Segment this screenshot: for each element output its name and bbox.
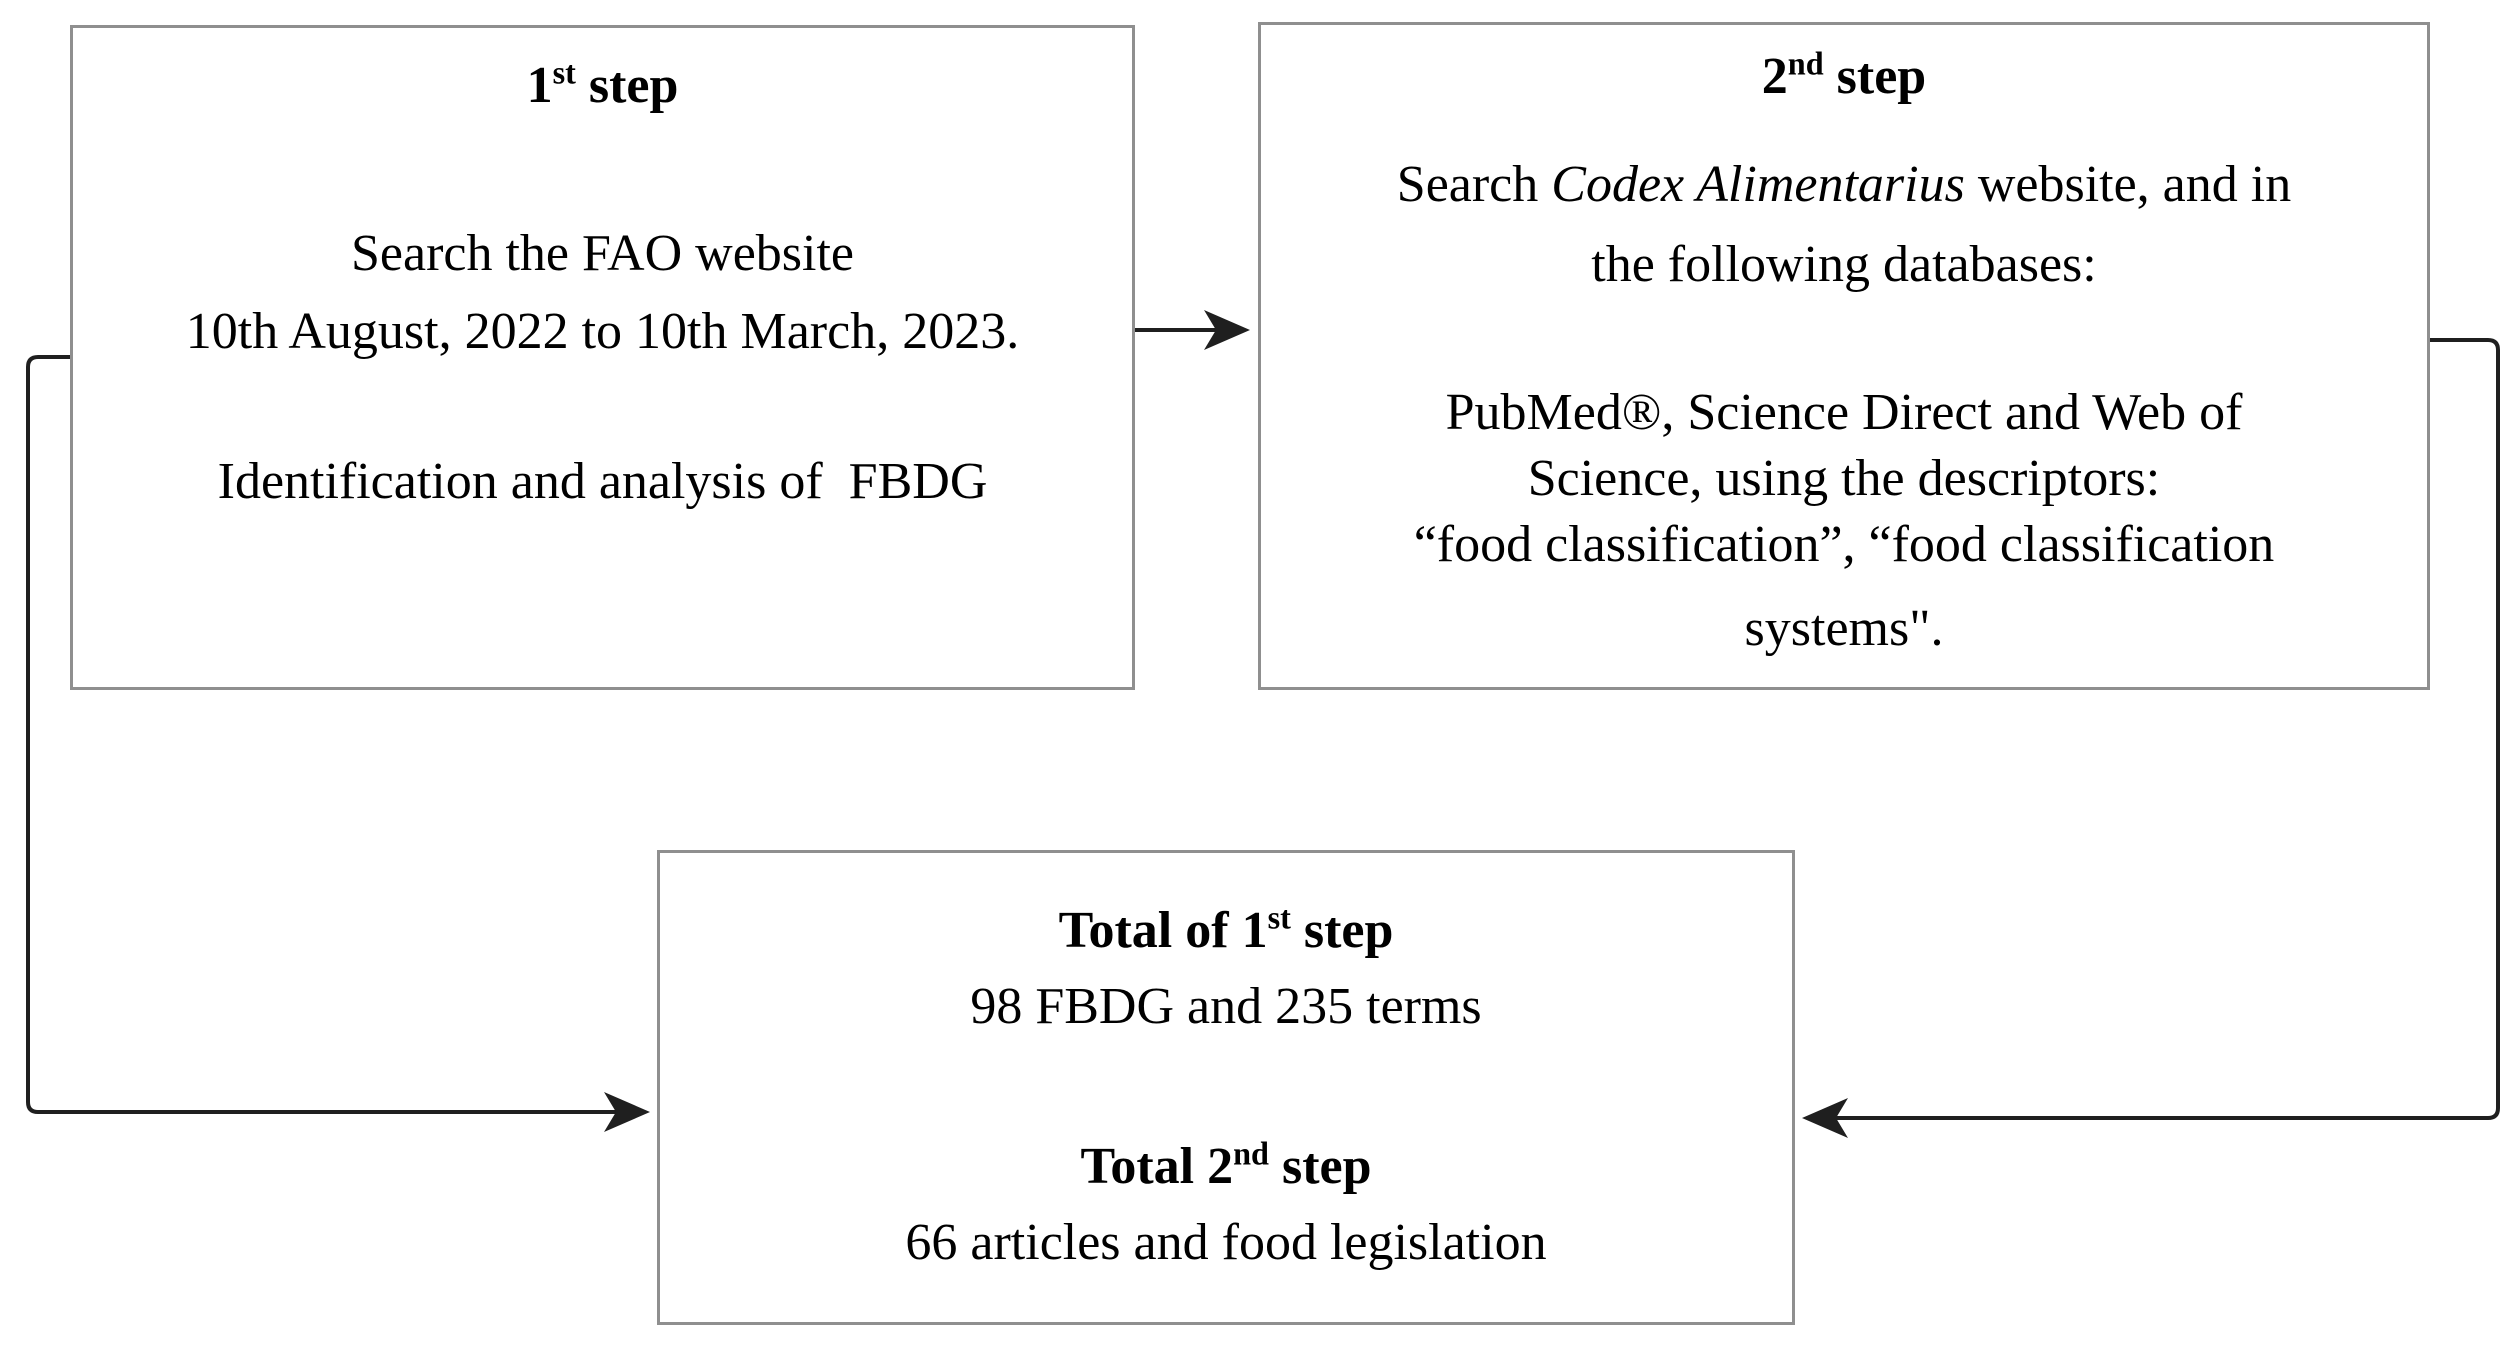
step2-search-pre: Search — [1396, 156, 1552, 213]
step2-search-terms-line2: systems". — [1744, 600, 1944, 657]
step2-title-ordinal-suffix: nd — [1787, 45, 1824, 82]
step1-title-rest: step — [575, 57, 679, 114]
step1-search-line: Search the FAO website — [350, 225, 854, 282]
total-step1-ordinal-suffix: st — [1267, 899, 1291, 936]
step1-box: 1st step Search the FAO website 10th Aug… — [70, 25, 1135, 690]
total-step2-post: step — [1268, 1138, 1372, 1195]
total-step1-post: step — [1290, 902, 1394, 959]
total-step1-title: Total of 1st step — [1059, 901, 1394, 961]
step2-title-num: 2 — [1761, 48, 1788, 105]
step2-title-rest: step — [1823, 48, 1927, 105]
total-step1-value: 98 FBDG and 235 terms — [970, 978, 1482, 1035]
step2-descriptors-line: Science, using the descriptors: — [1527, 450, 2161, 507]
step2-search-line: Search Codex Alimentarius website, and i… — [1397, 155, 2291, 215]
total-step2-pre: Total 2 — [1080, 1138, 1234, 1195]
step2-box: 2nd step Search Codex Alimentarius websi… — [1258, 22, 2430, 690]
total-step2-title: Total 2nd step — [1080, 1137, 1371, 1197]
step1-title-ordinal-suffix: st — [552, 54, 576, 91]
step2-search-terms-line: “food classification”, “food classificat… — [1413, 516, 2275, 573]
step1-identification-line: Identification and analysis of FBDG — [217, 453, 988, 510]
total-step1-pre: Total of 1 — [1058, 902, 1268, 959]
step2-search-post: website, and in — [1964, 156, 2292, 213]
step2-databases-line: the following databases: — [1591, 236, 2097, 293]
step1-date-range-line: 10th August, 2022 to 10th March, 2023. — [185, 303, 1020, 360]
step2-title: 2nd step — [1762, 47, 1926, 107]
step2-sources-line: PubMed®, Science Direct and Web of — [1445, 384, 2243, 441]
total-step2-ordinal-suffix: nd — [1233, 1135, 1269, 1172]
totals-box: Total of 1st step 98 FBDG and 235 terms … — [657, 850, 1795, 1325]
step1-title-num: 1 — [526, 57, 553, 114]
step1-title: 1st step — [527, 56, 679, 116]
total-step2-value: 66 articles and food legislation — [905, 1214, 1547, 1271]
step2-codex-alimentarius: Codex Alimentarius — [1551, 156, 1965, 213]
